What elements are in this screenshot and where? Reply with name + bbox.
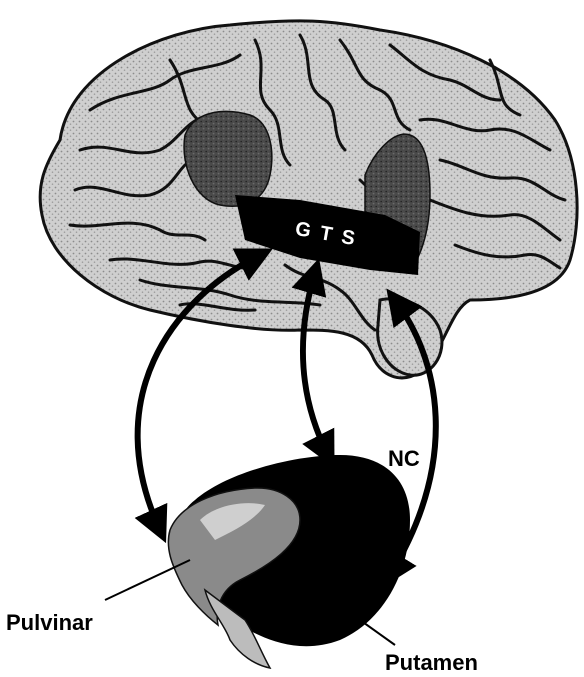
putamen-leader-line	[360, 620, 395, 645]
putamen-label: Putamen	[385, 650, 478, 675]
brain-cortex	[40, 21, 577, 378]
nc-label: NC	[388, 446, 420, 471]
subcortical-structures	[168, 455, 410, 668]
pulvinar-leader-line	[105, 560, 190, 600]
pulvinar-label: Pulvinar	[6, 610, 93, 635]
